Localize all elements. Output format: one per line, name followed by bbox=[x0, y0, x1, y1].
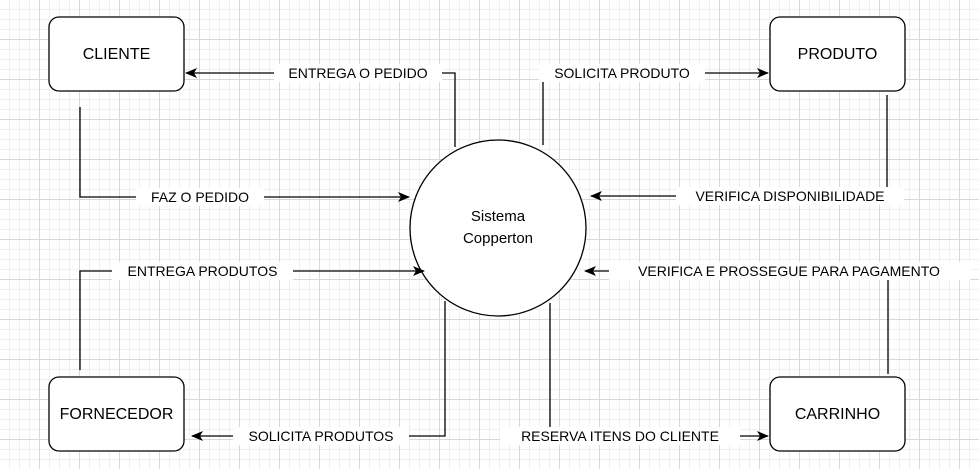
flow-solicita-produto[interactable]: SOLICITA PRODUTO bbox=[539, 64, 769, 145]
flow-verifica-disponibilidade-label: VERIFICA DISPONIBILIDADE bbox=[695, 188, 884, 204]
flow-reserva-itens-label: RESERVA ITENS DO CLIENTE bbox=[521, 428, 719, 444]
entity-produto[interactable]: PRODUTO bbox=[769, 16, 906, 92]
flow-solicita-produtos[interactable]: SOLICITA PRODUTOS bbox=[191, 301, 446, 445]
flow-entrega-o-pedido-label: ENTREGA O PEDIDO bbox=[288, 65, 427, 81]
flow-verifica-disponibilidade[interactable]: VERIFICA DISPONIBILIDADE bbox=[590, 95, 904, 205]
flow-verifica-prossegue[interactable]: VERIFICA E PROSSEGUE PARA PAGAMENTO bbox=[584, 262, 970, 374]
system-label-line1: Sistema bbox=[471, 208, 526, 225]
flow-reserva-itens[interactable]: RESERVA ITENS DO CLIENTE bbox=[500, 303, 769, 445]
flow-entrega-produtos[interactable]: ENTREGA PRODUTOS bbox=[79, 262, 425, 370]
flow-entrega-o-pedido[interactable]: ENTREGA O PEDIDO bbox=[185, 64, 456, 147]
entity-cliente-label: CLIENTE bbox=[83, 46, 151, 63]
flow-verifica-prossegue-label: VERIFICA E PROSSEGUE PARA PAGAMENTO bbox=[638, 263, 940, 279]
system-process[interactable]: Sistema Copperton bbox=[409, 139, 587, 317]
entity-carrinho[interactable]: CARRINHO bbox=[769, 376, 906, 452]
entity-fornecedor[interactable]: FORNECEDOR bbox=[48, 376, 185, 452]
entity-produto-label: PRODUTO bbox=[798, 46, 878, 63]
flow-solicita-produtos-label: SOLICITA PRODUTOS bbox=[249, 428, 394, 444]
flow-entrega-produtos-label: ENTREGA PRODUTOS bbox=[128, 263, 278, 279]
flow-faz-o-pedido-label: FAZ O PEDIDO bbox=[151, 189, 249, 205]
entity-cliente[interactable]: CLIENTE bbox=[48, 16, 185, 92]
entity-fornecedor-label: FORNECEDOR bbox=[60, 406, 174, 423]
flow-solicita-produto-label: SOLICITA PRODUTO bbox=[554, 65, 690, 81]
entity-carrinho-label: CARRINHO bbox=[795, 406, 880, 423]
system-label-line2: Copperton bbox=[463, 230, 533, 247]
flow-faz-o-pedido[interactable]: FAZ O PEDIDO bbox=[79, 107, 410, 206]
